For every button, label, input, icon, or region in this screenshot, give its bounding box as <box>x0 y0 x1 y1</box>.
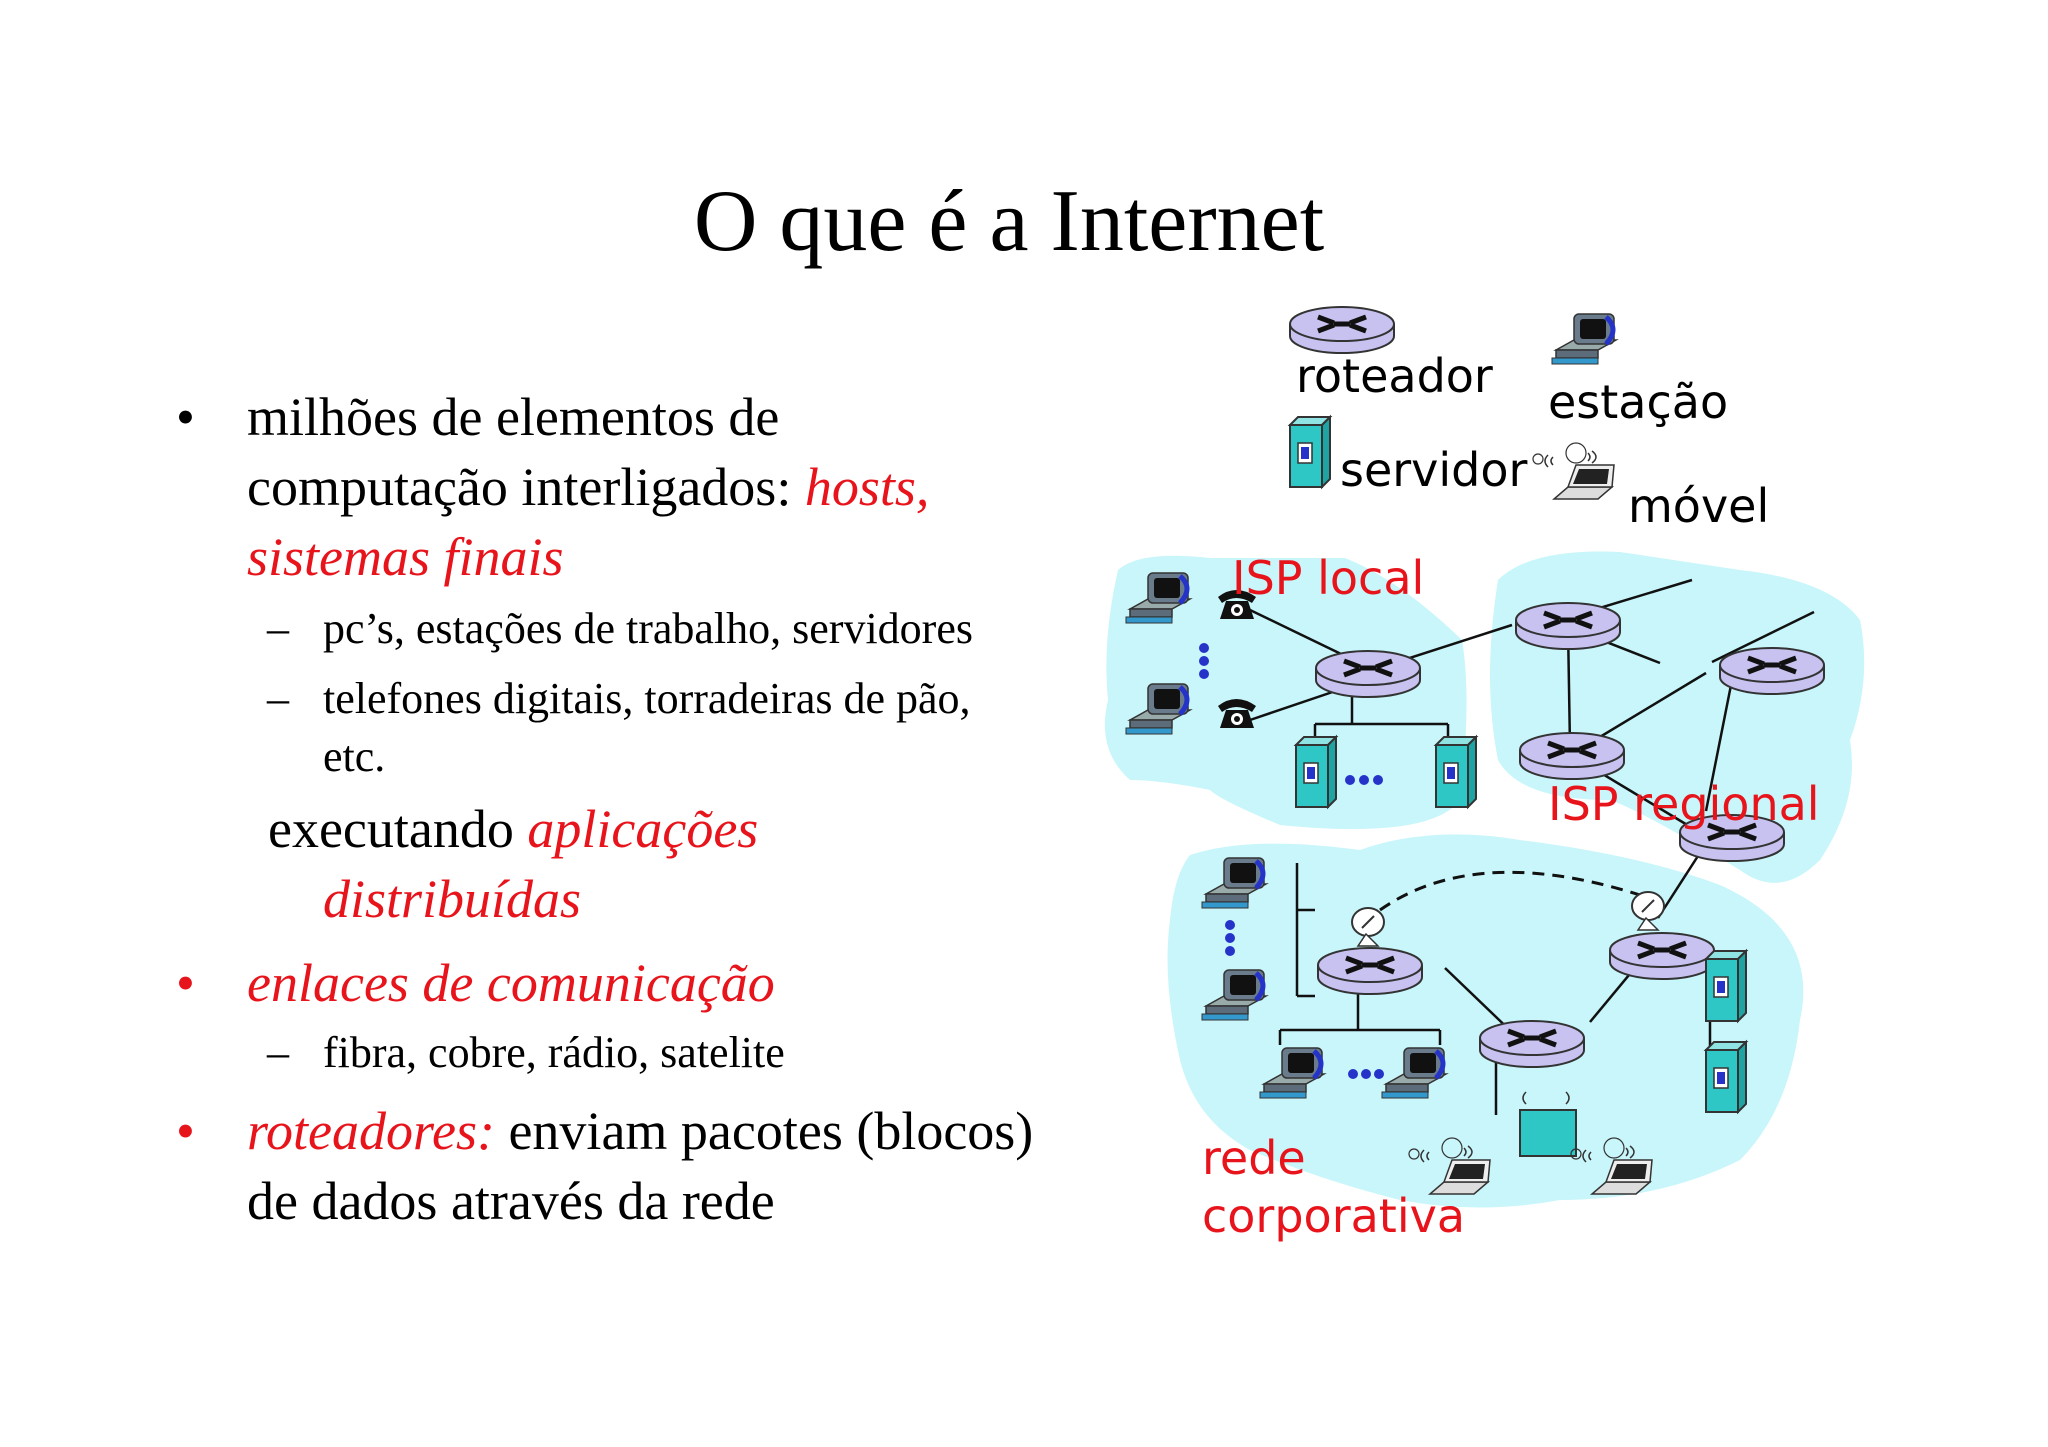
corporate-server-icon <box>1705 950 1747 1022</box>
slide-title: O que é a Internet <box>693 173 1325 270</box>
bullet-hosts-highlight: hosts, sistemas finais <box>247 457 930 587</box>
bullet-hosts: • milhões de elementos de computação int… <box>176 382 1036 592</box>
bullet-routers-text: enviam pacotes (blocos) de dados através… <box>247 1101 1034 1231</box>
sub-bullet-media: – fibra, cobre, rádio, satelite <box>176 1024 1036 1082</box>
bullet-routers-highlight: roteadores: <box>247 1101 495 1161</box>
bullet-list: • milhões de elementos de computação int… <box>176 382 1036 1236</box>
legend-station-label: estação <box>1548 375 1729 429</box>
corporate-router-icon <box>1318 948 1422 994</box>
legend-station-icon <box>1552 314 1616 364</box>
bullet-links: • enlaces de comunicação <box>176 948 1036 1018</box>
sub-bullet-pcs: – pc’s, estações de trabalho, servidores <box>176 600 1036 658</box>
dash-marker: – <box>267 1028 289 1077</box>
isp-local-server-icon <box>1295 736 1337 808</box>
isp-regional-router-icon <box>1720 648 1824 694</box>
corporate-router-icon <box>1610 933 1714 979</box>
legend-server-icon <box>1289 416 1331 488</box>
bullet-marker: • <box>176 387 195 447</box>
access-point-icon <box>1519 1109 1577 1157</box>
sub-bullet-phones: – telefones digitais, torradeiras de pão… <box>176 670 1036 786</box>
legend-mobile-label: móvel <box>1628 479 1770 533</box>
corporate-router-icon <box>1480 1021 1584 1067</box>
isp-regional-router-icon <box>1516 603 1620 649</box>
bullet-hosts-continuation: executando aplicações distribuídas <box>176 794 1036 934</box>
isp-local-label: ISP local <box>1232 551 1425 605</box>
corporate-server-icon <box>1705 1041 1747 1113</box>
continuation-highlight-1: aplicações <box>527 799 759 859</box>
isp-local-router-icon <box>1316 651 1420 697</box>
legend-mobile-icon <box>1532 442 1615 500</box>
bullet-marker: • <box>176 1101 195 1161</box>
isp-regional-label: ISP regional <box>1548 777 1820 831</box>
legend-router-icon <box>1290 307 1394 353</box>
continuation-highlight-2: distribuídas <box>323 869 582 929</box>
network-diagram-svg <box>1104 280 1865 1208</box>
isp-regional-cloud <box>1490 551 1865 883</box>
bullet-routers: • roteadores: enviam pacotes (blocos) de… <box>176 1096 1036 1236</box>
continuation-text: executando <box>268 799 528 859</box>
bullet-links-text: enlaces de comunicação <box>247 953 775 1013</box>
bullet-marker: • <box>176 953 195 1013</box>
sub-bullet-phones-text: telefones digitais, torradeiras de pão, … <box>323 674 971 781</box>
network-diagram: roteador estação servidor móvel ISP loca… <box>1100 280 1900 1260</box>
isp-local-cloud <box>1104 555 1467 830</box>
isp-regional-router-icon <box>1520 733 1624 779</box>
legend-server-label: servidor <box>1340 443 1528 497</box>
sub-bullet-media-text: fibra, cobre, rádio, satelite <box>323 1028 785 1077</box>
corporate-label-line1: rede <box>1202 1131 1306 1185</box>
isp-local-server-icon <box>1435 736 1477 808</box>
corporate-label-line2: corporativa <box>1202 1189 1466 1243</box>
legend-router-label: roteador <box>1296 349 1493 403</box>
dash-marker: – <box>267 674 289 723</box>
sub-bullet-pcs-text: pc’s, estações de trabalho, servidores <box>323 604 973 653</box>
bullet-hosts-text: milhões de elementos de computação inter… <box>247 387 805 517</box>
satellite-link <box>1379 870 1656 912</box>
dash-marker: – <box>267 604 289 653</box>
